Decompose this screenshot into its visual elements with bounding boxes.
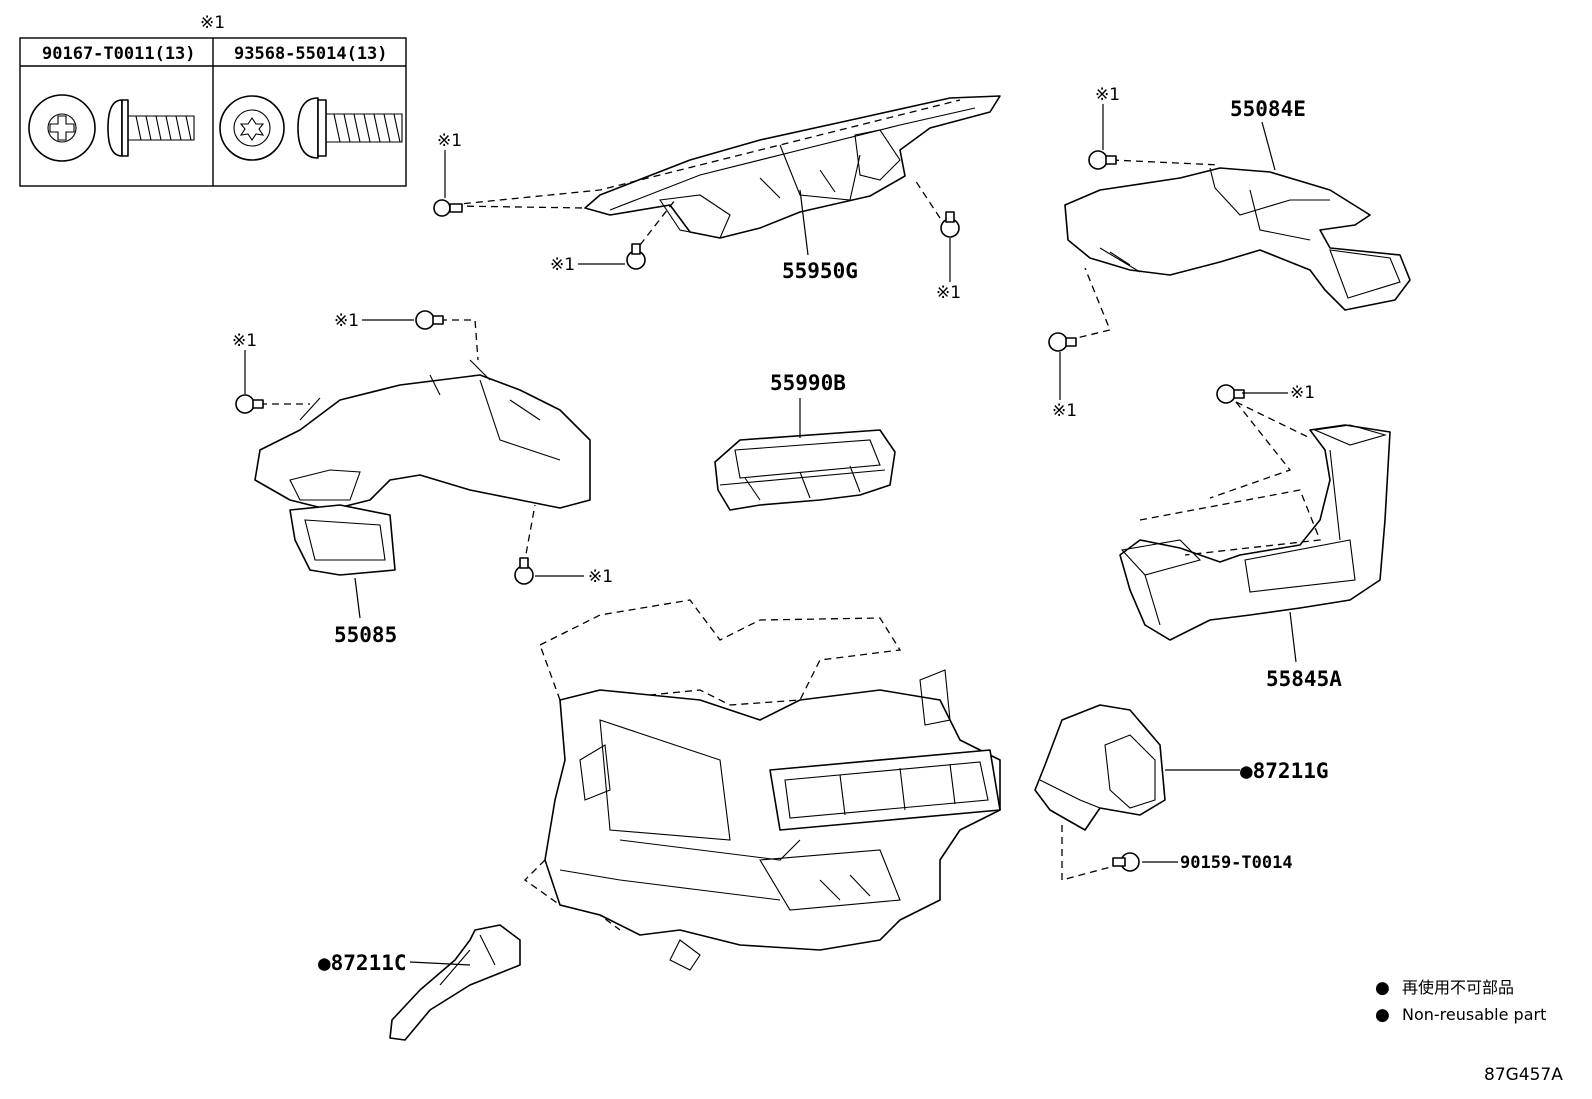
duct-55950G-drawing: [584, 95, 1001, 239]
part-label-87211C: ●87211C: [318, 951, 407, 975]
callout-mark: ※1: [1290, 383, 1315, 403]
heater-unit-drawing: [523, 599, 1001, 971]
part-label-55085: 55085: [334, 623, 397, 647]
part-label-55990B: 55990B: [770, 371, 846, 395]
duct-87211C-drawing: [389, 924, 521, 1041]
legend-text-en: Non-reusable part: [1402, 1005, 1546, 1024]
part-leader-55084E: [1261, 121, 1276, 171]
legend-bullet: ●: [1375, 1005, 1390, 1025]
callout-mark: ※1: [1095, 85, 1120, 105]
part-leader-55085: [354, 577, 361, 619]
leader-55084E-bottom: [1067, 267, 1111, 341]
duct-87211G-drawing: [1034, 704, 1166, 831]
torx-screw-head-icon: [219, 95, 285, 161]
heater-outline-dashed: [539, 599, 902, 706]
table-marker: ※1: [200, 13, 225, 33]
part-label-90159: 90159-T0014: [1180, 853, 1293, 873]
leader-55950G-top: [439, 99, 961, 207]
phillips-screw-head-icon: [28, 94, 96, 162]
leader-55085-top: [440, 319, 479, 361]
grommet-screw-side-icon: [297, 97, 403, 159]
clip-icon: [1048, 332, 1077, 352]
tapping-screw-side-icon: [107, 99, 195, 157]
callout-mark: ※1: [1052, 401, 1077, 421]
register-55990B-drawing: [714, 429, 896, 511]
callout-mark: ※1: [588, 567, 613, 587]
part-label-55084E: 55084E: [1230, 97, 1306, 121]
duct-55084E-drawing: [1064, 167, 1411, 311]
clip-icon: [235, 394, 264, 414]
fastener-part-no-2: 93568-55014(13): [234, 44, 388, 64]
part-label-55950G: 55950G: [782, 259, 858, 283]
fastener-part-no-1: 90167-T0011(13): [42, 44, 196, 64]
callout-mark: ※1: [232, 331, 257, 351]
legend-bullet: ●: [1375, 978, 1390, 998]
callout-mark: ※1: [550, 255, 575, 275]
part-leader-55950G: [799, 189, 809, 256]
leader-55845A-a: [1235, 401, 1311, 439]
legend: ● 再使用不可部品 ● Non-reusable part: [1375, 978, 1546, 1025]
leader-55845A-b: [1209, 401, 1292, 499]
leader-55950G-left: [454, 205, 586, 209]
part-leader-87211C: [409, 961, 471, 966]
fastener-table: ※1 90167-T0011(13) 93568-55014(13): [19, 13, 407, 187]
clip-icon: [514, 557, 534, 585]
clip-icon: [940, 211, 960, 238]
leader-90159: [1061, 825, 1119, 881]
clip-icon: [626, 243, 646, 270]
duct-55845A-drawing: [1119, 424, 1391, 641]
callout-mark: ※1: [334, 311, 359, 331]
clip-icon: [1216, 384, 1245, 404]
leader-55950G-right: [914, 179, 941, 219]
part-leader-55845A: [1289, 611, 1297, 663]
part-label-87211G: ●87211G: [1240, 759, 1329, 783]
diagram-id: 87G457A: [1484, 1065, 1563, 1085]
clip-icon: [415, 310, 444, 330]
legend-text-jp: 再使用不可部品: [1402, 978, 1514, 997]
clip-icon: [1088, 150, 1117, 170]
duct-55085-drawing: [254, 359, 591, 576]
bolt-icon: [1112, 852, 1140, 872]
callout-mark: ※1: [437, 131, 462, 151]
leader-55084E-top: [1111, 159, 1221, 166]
leader-55950G-lower: [639, 199, 676, 246]
callout-mark: ※1: [936, 283, 961, 303]
leader-55085-bottom: [523, 504, 536, 566]
part-label-55845A: 55845A: [1266, 667, 1342, 691]
clip-icon: [433, 199, 463, 217]
